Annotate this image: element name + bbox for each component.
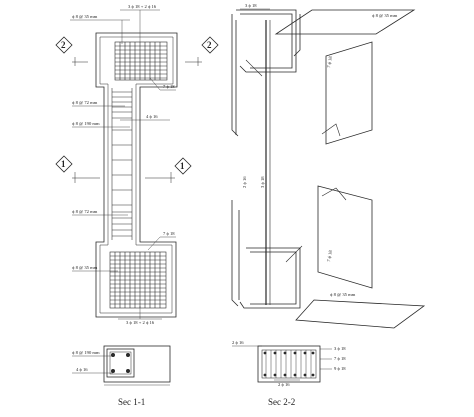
label-bottom-ties-right: ϕ 8 @ 35 mm [330,292,356,297]
label-top-bars: 3 ϕ 18 + 2 ϕ 16 [128,4,157,9]
label-small-r1: 3 ϕ 18 [334,346,346,351]
label-top-web-bars: 7 ϕ 18 [163,84,175,89]
top-dense-ties [114,41,168,81]
label-bottom-bars: 3 ϕ 18 + 2 ϕ 16 [126,320,155,325]
web-ties [111,88,133,240]
lower-side-tie [317,185,373,289]
label-upper-side: 7 ϕ 18 [326,55,333,68]
marker-1-right-label: 1 [180,161,185,171]
marker-2-left-label: 2 [61,40,66,50]
label-top-bar: 3 ϕ 18 [245,3,257,8]
label-web-ties-72-upper: ϕ 8 @ 72 mm [72,100,98,105]
label-web-ties-72-lower: ϕ 8 @ 72 mm [72,209,98,214]
label-web-ties-190: ϕ 8 @ 190 mm [72,121,100,126]
section-captions: Sec 1-1 Sec 2-2 [118,397,295,407]
caption-sec-1-1: Sec 1-1 [118,397,145,407]
section-marker-1 [55,155,192,183]
label-web-left: 2 ϕ 16 [242,176,247,188]
left-small-section [72,345,171,386]
label-small-r4: 2 ϕ 16 [278,382,290,387]
marker-labels: 2 2 1 1 [61,40,212,171]
label-small-ties: ϕ 8 @ 190 mm [72,350,100,355]
label-web-bars: 4 ϕ 16 [146,114,158,119]
marker-2-right-label: 2 [207,40,212,50]
label-small-r2: 7 ϕ 18 [334,356,346,361]
section-marker-2 [55,36,219,66]
upper-side-tie [325,41,373,145]
label-top-ties: ϕ 8 @ 35 mm [72,14,98,19]
label-small-r3: 9 ϕ 18 [334,366,346,371]
label-small-bars: 4 ϕ 16 [76,367,88,372]
bottom-dense-ties [109,251,167,309]
label-small-left-bars: 2 ϕ 16 [232,340,244,345]
right-labels: 3 ϕ 18 ϕ 8 @ 35 mm 7 ϕ 18 2 ϕ 16 3 ϕ 18 … [232,3,398,387]
label-top-ties-right: ϕ 8 @ 35 mm [372,13,398,18]
right-section-elevation [231,8,426,329]
label-bottom-web-bars: 7 ϕ 18 [163,231,175,236]
left-section-elevation [70,9,178,320]
top-tie-plate [274,9,416,35]
label-web-right: 3 ϕ 18 [260,176,265,188]
left-labels: 3 ϕ 18 + 2 ϕ 16 ϕ 8 @ 35 mm 7 ϕ 18 ϕ 8 @… [72,4,175,372]
label-bottom-ties: ϕ 8 @ 35 mm [72,265,98,270]
marker-1-left-label: 1 [61,159,66,169]
right-small-section [232,345,332,383]
caption-sec-2-2: Sec 2-2 [268,397,295,407]
bottom-tie-plate [295,299,426,329]
label-lower-side: 7 ϕ 18 [326,249,333,262]
